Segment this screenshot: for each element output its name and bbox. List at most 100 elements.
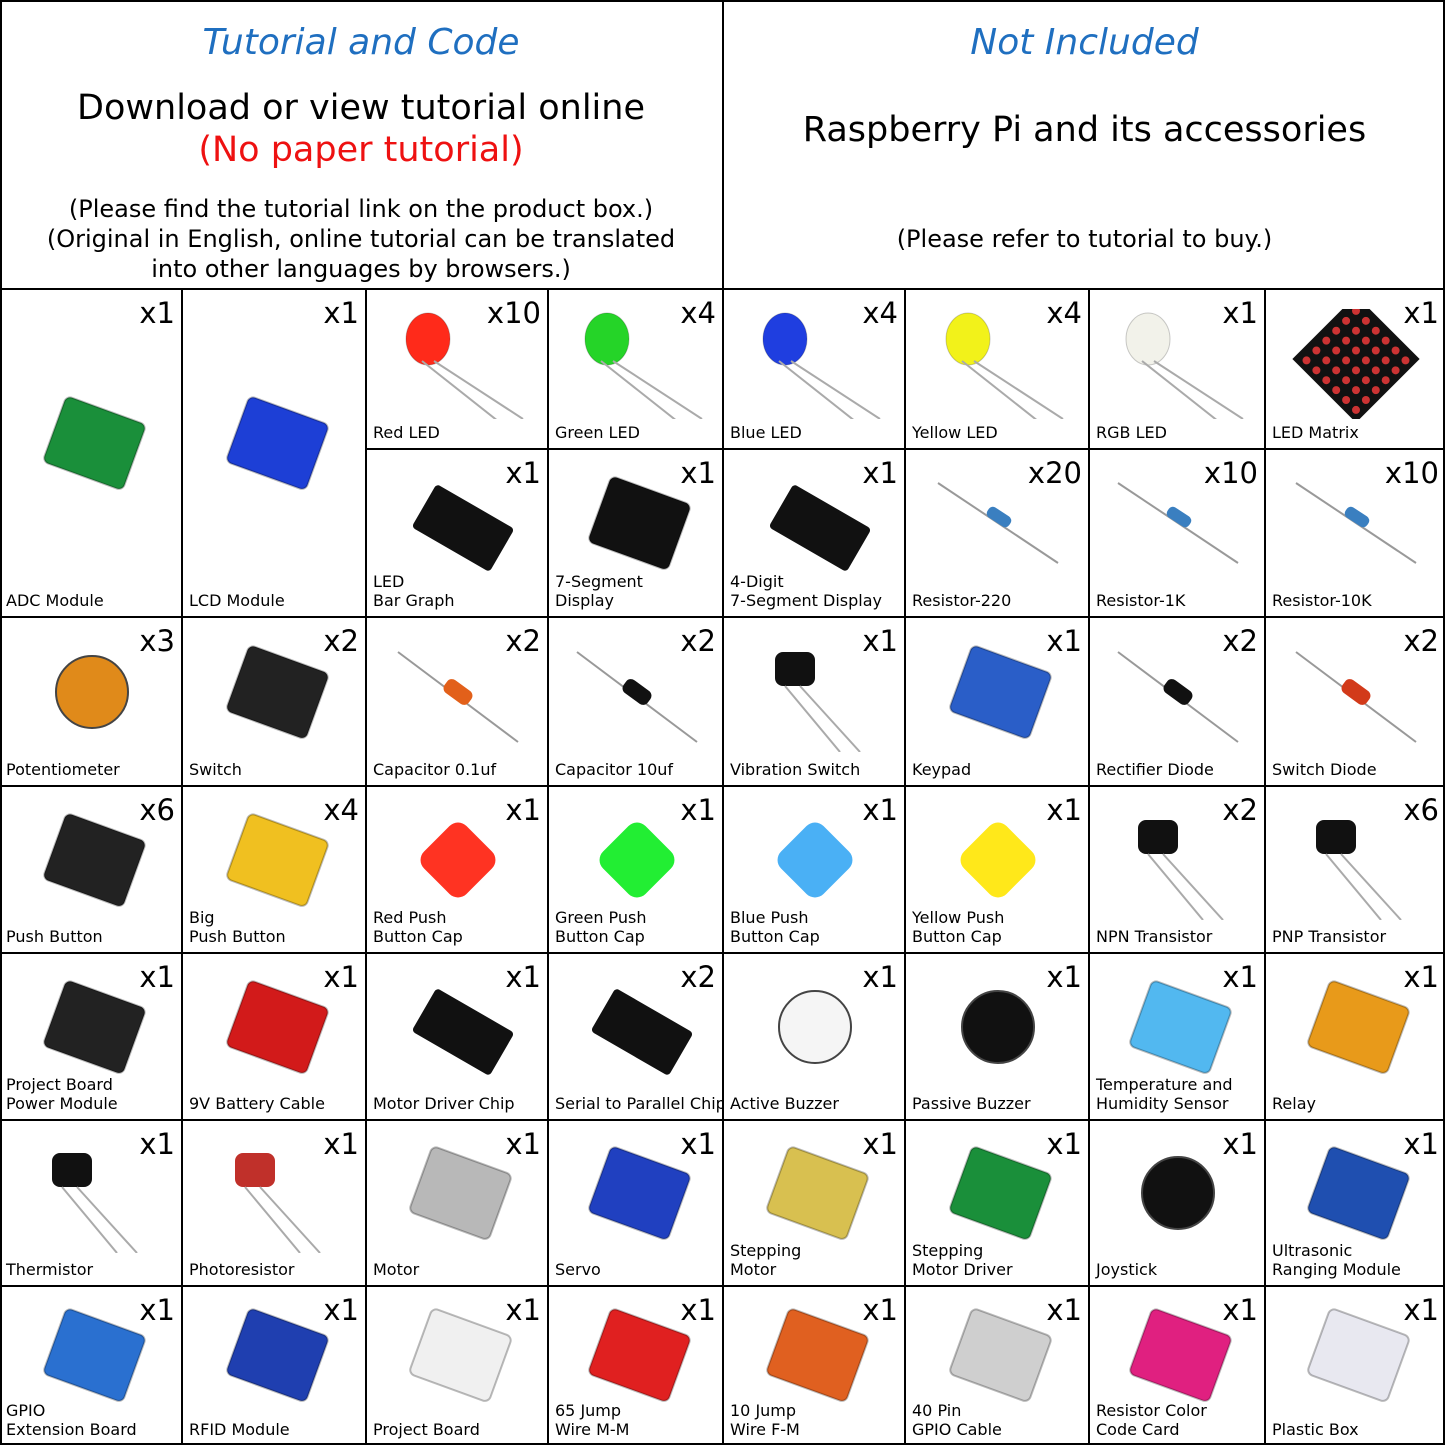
red-button-cap-icon (388, 810, 528, 920)
quantity-label: x3 (139, 624, 175, 658)
thermistor-icon (22, 1143, 162, 1254)
quantity-label: x1 (139, 1293, 175, 1327)
component-name: Blue LED (730, 423, 802, 442)
quantity-label: x1 (1403, 1293, 1439, 1327)
component-name: Temperature and Humidity Sensor (1096, 1075, 1233, 1113)
component-name: LED Bar Graph (373, 572, 455, 610)
component-name: Capacitor 10uf (555, 760, 674, 779)
tutorial-download-text: Download or view tutorial online (77, 88, 645, 128)
component-name: Capacitor 0.1uf (373, 760, 497, 779)
big-push-button-icon (205, 810, 345, 920)
component-name: Yellow LED (912, 423, 998, 442)
electrolytic-capacitor-icon (567, 642, 707, 752)
jump-wire-mm-icon (567, 1305, 707, 1415)
component-name: Big Push Button (189, 908, 286, 946)
quantity-label: x2 (505, 624, 541, 658)
rectifier-diode-icon (1108, 642, 1248, 752)
quantity-label: x1 (1046, 624, 1082, 658)
quantity-label: x1 (680, 1127, 716, 1161)
potentiometer-icon (22, 642, 162, 752)
component-name: 4-Digit 7-Segment Display (730, 572, 883, 610)
component-name: Yellow Push Button Cap (912, 908, 1005, 946)
component-name: Motor Driver Chip (373, 1094, 515, 1113)
breadboard-icon (388, 1305, 528, 1415)
not-included-header-panel: Not Included Raspberry Pi and its access… (724, 0, 1445, 290)
component-name: Resistor Color Code Card (1096, 1401, 1207, 1439)
quantity-label: x2 (1222, 624, 1258, 658)
resistor-10k-icon (1286, 473, 1426, 583)
component-name: Thermistor (6, 1260, 94, 1279)
tutorial-note-1: (Please find the tutorial link on the pr… (68, 195, 654, 223)
green-button-cap-icon (567, 810, 707, 920)
quantity-label: x1 (505, 793, 541, 827)
quantity-label: x10 (1384, 456, 1439, 490)
battery-cable-icon (205, 977, 345, 1087)
resistor-220-icon (928, 473, 1068, 583)
gpio-extension-board-icon (22, 1305, 162, 1415)
quantity-label: x10 (486, 296, 541, 330)
quantity-label: x1 (1403, 296, 1439, 330)
quantity-label: x20 (1027, 456, 1082, 490)
component-name: 7-Segment Display (555, 572, 643, 610)
quantity-label: x4 (1046, 296, 1082, 330)
quantity-label: x1 (1403, 1127, 1439, 1161)
component-name: Resistor-220 (912, 591, 1012, 610)
quantity-label: x2 (680, 960, 716, 994)
quantity-label: x1 (862, 1293, 898, 1327)
component-name: Relay (1272, 1094, 1316, 1113)
quantity-label: x1 (323, 1293, 359, 1327)
led-matrix-icon (1286, 295, 1426, 423)
component-name: Photoresistor (189, 1260, 295, 1279)
quantity-label: x2 (1222, 793, 1258, 827)
component-name: Green LED (555, 423, 640, 442)
quantity-label: x1 (680, 456, 716, 490)
stepper-driver-icon (928, 1143, 1068, 1253)
gpio-ribbon-cable-icon (928, 1305, 1068, 1415)
stepper-motor-icon (745, 1143, 885, 1253)
quantity-label: x1 (139, 296, 175, 330)
component-name: RGB LED (1096, 423, 1167, 442)
yellow-led-icon (928, 309, 1068, 430)
vibration-switch-icon (745, 642, 885, 753)
component-name: Ultrasonic Ranging Module (1272, 1241, 1401, 1279)
component-name: PNP Transistor (1272, 927, 1387, 946)
rfid-module-icon (205, 1305, 345, 1415)
quantity-label: x1 (862, 960, 898, 994)
dc-motor-icon (388, 1143, 528, 1253)
no-paper-tutorial-text: (No paper tutorial) (198, 130, 524, 170)
component-name: Switch Diode (1272, 760, 1377, 779)
photoresistor-icon (205, 1143, 345, 1254)
tutorial-note-3: into other languages by browsers.) (151, 255, 571, 283)
blue-led-icon (745, 309, 885, 430)
component-name: Servo (555, 1260, 601, 1279)
quantity-label: x6 (139, 793, 175, 827)
keypad-icon (928, 642, 1068, 752)
lcd-module-icon (205, 393, 345, 503)
component-name: RFID Module (189, 1420, 290, 1439)
quantity-label: x4 (323, 793, 359, 827)
component-name: Joystick (1096, 1260, 1158, 1279)
quantity-label: x1 (680, 793, 716, 827)
quantity-label: x1 (505, 1293, 541, 1327)
quantity-label: x1 (1046, 960, 1082, 994)
